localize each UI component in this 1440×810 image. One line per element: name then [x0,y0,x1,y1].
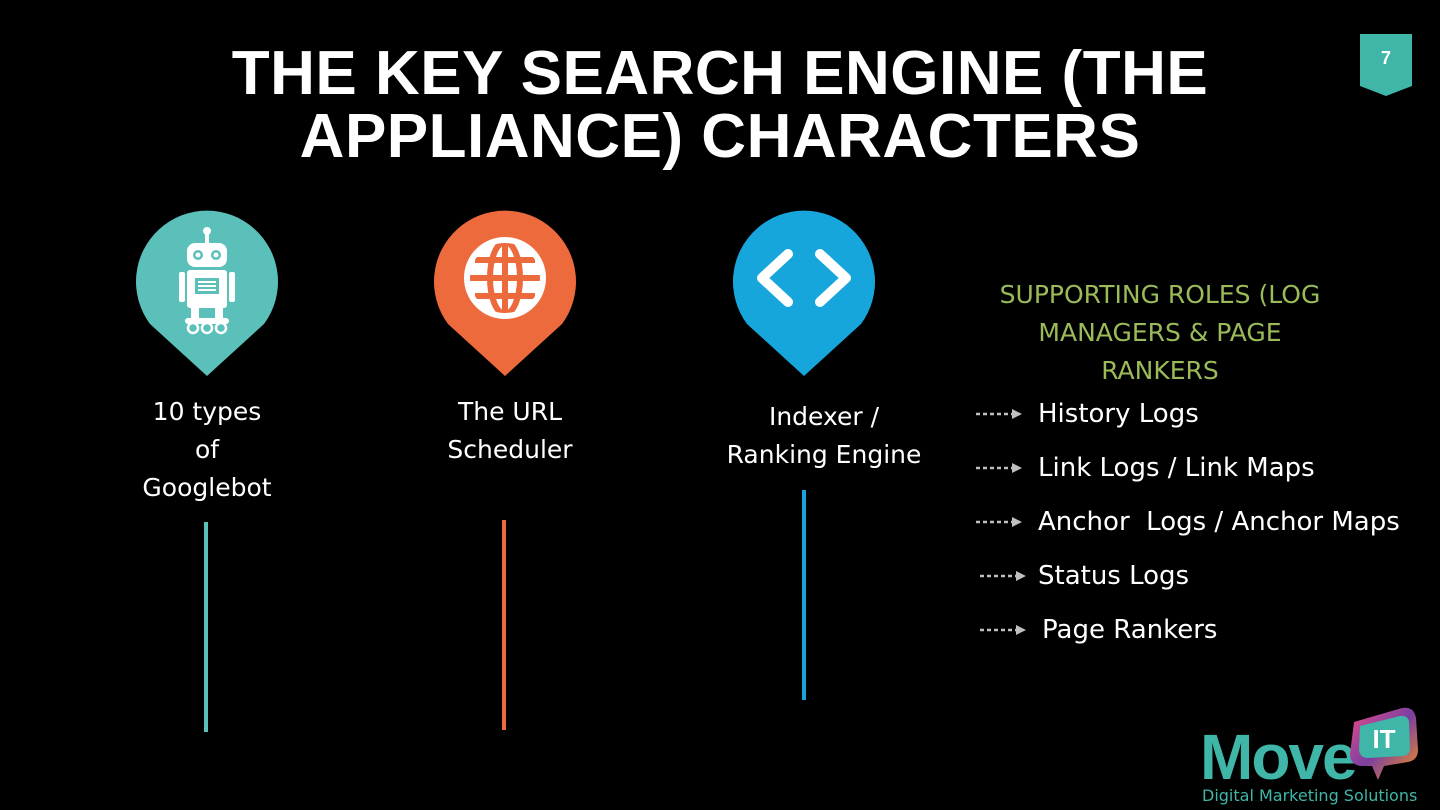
slide-title-line-2: APPLIANCE) CHARACTERS [299,102,1141,171]
indexer-label: Indexer / Ranking Engine [710,398,938,474]
role-item: Page Rankers [980,610,1217,650]
url-scheduler-timeline [502,520,506,730]
speech-bubble-icon: IT [1350,707,1418,780]
globe-icon [464,237,546,319]
role-label: Status Logs [1038,561,1190,591]
indexer-pin [732,202,876,378]
googlebot-label-line-2: of [194,435,220,464]
indexer-label-line-1: Indexer / [768,402,880,431]
url-scheduler-pin [433,202,577,378]
moveit-logo: Move IT Digital Marketing Solutions [1196,700,1426,810]
slide-number-badge: 7 [1360,34,1412,96]
googlebot-label-line-3: Googlebot [142,473,272,502]
logo-wordmark: Move [1200,721,1358,793]
url-scheduler-label-line-1: The URL [457,397,563,426]
slide-title-line-1: THE KEY SEARCH ENGINE (THE [231,39,1209,108]
role-label: Anchor Logs / Anchor Maps [1038,507,1400,537]
slide-title: THE KEY SEARCH ENGINE (THE APPLIANCE) CH… [150,42,1290,168]
slide-number: 7 [1380,48,1391,68]
dotted-arrow-icon [976,517,1022,527]
role-item: Status Logs [980,556,1189,596]
indexer-label-line-2: Ranking Engine [726,440,922,469]
url-scheduler-label: The URL Scheduler [420,393,600,469]
role-label: Link Logs / Link Maps [1038,453,1315,483]
googlebot-label: 10 types of Googlebot [112,393,302,507]
googlebot-timeline [204,522,208,732]
supporting-heading-line-2: MANAGERS & PAGE [1038,318,1282,347]
role-item: Anchor Logs / Anchor Maps [976,502,1400,542]
url-scheduler-label-line-2: Scheduler [447,435,573,464]
supporting-heading-line-3: RANKERS [1101,356,1219,385]
role-label: History Logs [1038,399,1199,429]
role-item: History Logs [976,394,1199,434]
code-brackets-icon [757,249,851,307]
supporting-heading-line-1: SUPPORTING ROLES (LOG [999,280,1321,309]
dotted-arrow-icon [976,463,1022,473]
dotted-arrow-icon [980,571,1026,581]
googlebot-label-line-1: 10 types [152,397,262,426]
logo-tagline: Digital Marketing Solutions [1202,786,1418,805]
role-label: Page Rankers [1042,615,1218,645]
role-item: Link Logs / Link Maps [976,448,1315,488]
dotted-arrow-icon [980,625,1026,635]
dotted-arrow-icon [976,409,1022,419]
indexer-timeline [802,490,806,700]
logo-badge-text: IT [1372,724,1395,754]
robot-icon [179,227,235,335]
supporting-roles-heading: SUPPORTING ROLES (LOG MANAGERS & PAGE RA… [960,276,1360,390]
googlebot-pin [135,202,279,378]
